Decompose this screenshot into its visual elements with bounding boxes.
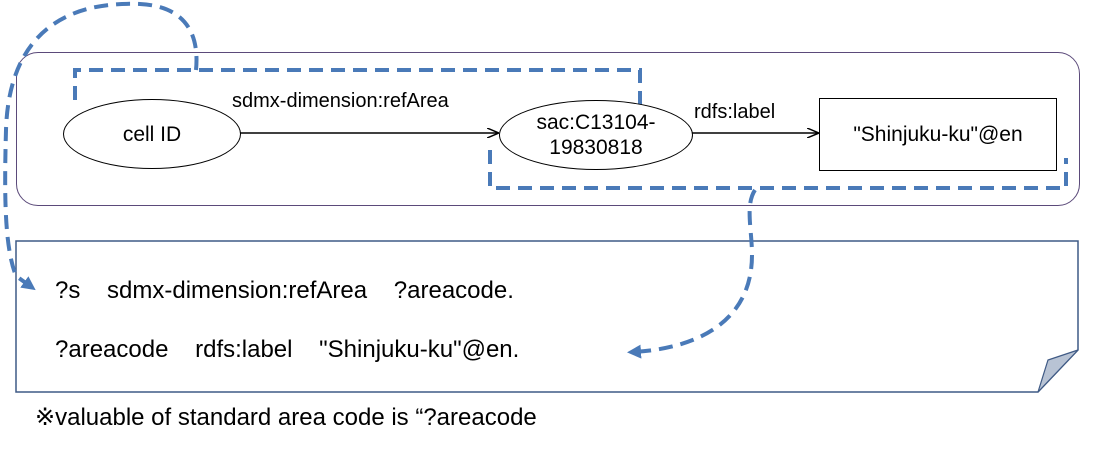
query-line-1: ?s sdmx-dimension:refArea ?areacode.	[55, 277, 514, 304]
query-line-2: ?areacode rdfs:label "Shinjuku-ku"@en.	[55, 336, 520, 363]
query-box	[15, 240, 1079, 393]
query-box-fold	[1037, 349, 1079, 393]
link-to-query-line1	[3, 1, 199, 291]
highlight-triple-refarea	[73, 68, 642, 110]
node-area-code-line1: sac:C13104-	[536, 111, 656, 134]
node-cell-id: cell ID	[63, 99, 241, 169]
node-area-code-line2: 19830818	[549, 136, 643, 159]
link-to-query-line2	[627, 188, 757, 359]
node-cell-id-label: cell ID	[122, 122, 182, 146]
node-label-literal: "Shinjuku-ku"@en	[819, 98, 1057, 171]
footnote: ※valuable of standard area code is “?are…	[35, 404, 537, 431]
edge-label-refarea: sdmx-dimension:refArea	[232, 90, 449, 112]
node-area-code-label: sac:C13104- 19830818	[536, 110, 655, 160]
highlight-triple-label	[488, 150, 1068, 190]
node-area-code: sac:C13104- 19830818	[499, 100, 693, 170]
node-label-literal-text: "Shinjuku-ku"@en	[853, 122, 1023, 146]
edge-label-rdfs-label: rdfs:label	[694, 101, 776, 123]
